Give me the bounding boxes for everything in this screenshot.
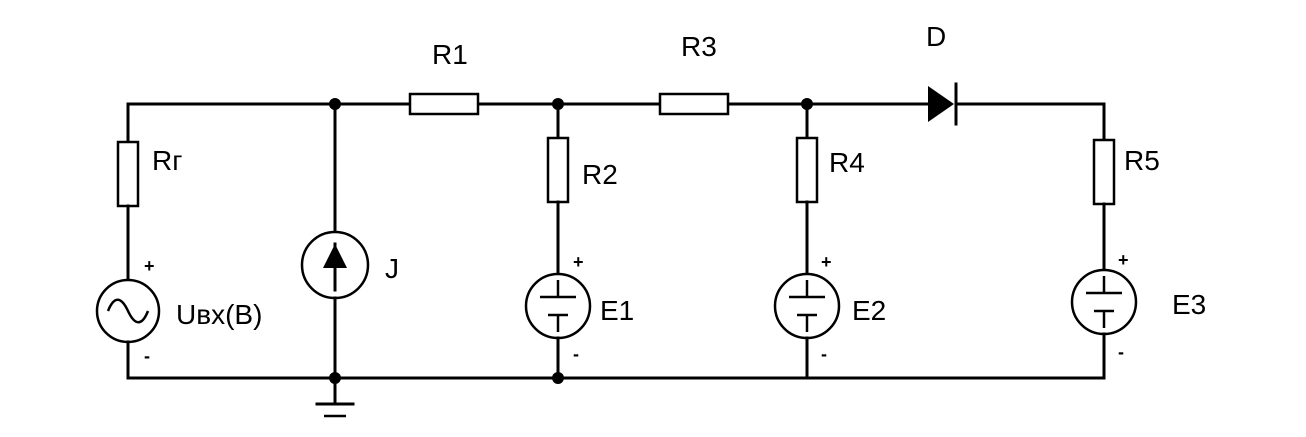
resistor-r1 (408, 92, 480, 116)
resistor-r4 (795, 136, 819, 204)
label-e3: E3 (1172, 289, 1206, 320)
label-r2: R2 (582, 159, 618, 190)
diode-symbol (928, 82, 958, 126)
branch-r5-e3 (1070, 102, 1138, 380)
sine-wave-icon (106, 298, 150, 324)
label-current-source: J (385, 253, 399, 284)
junction-dot (801, 98, 813, 110)
resistor-rg (116, 140, 140, 208)
plus-sign-e2: + (821, 252, 832, 272)
plus-sign-e1: + (573, 252, 584, 272)
ground-icon (315, 376, 355, 418)
minus-sign-e1: - (573, 344, 579, 364)
label-r5: R5 (1124, 145, 1160, 176)
minus-sign-input: - (144, 346, 150, 366)
label-e2: E2 (852, 295, 886, 326)
branch-r2-e1 (524, 102, 592, 380)
minus-sign-e2: - (821, 344, 827, 364)
minus-sign-e3: - (1118, 342, 1124, 362)
label-input-source: Uвх(В) (176, 299, 262, 330)
plus-sign-input: + (144, 256, 155, 276)
branch-current-source (300, 102, 370, 380)
junction-dot (552, 98, 564, 110)
resistor-r2 (546, 136, 570, 204)
junctions (329, 98, 813, 384)
label-r1: R1 (432, 39, 468, 70)
resistor-r5 (1092, 138, 1116, 206)
label-e1: E1 (600, 295, 634, 326)
current-arrow-icon (323, 244, 347, 268)
resistor-r3 (658, 92, 730, 116)
junction-dot (552, 372, 564, 384)
label-rg: Rг (152, 145, 182, 176)
branch-input (95, 102, 161, 380)
branch-r4-e2 (773, 102, 841, 380)
label-r3: R3 (681, 31, 717, 62)
junction-dot (329, 98, 341, 110)
plus-sign-e3: + (1118, 250, 1129, 270)
label-r4: R4 (829, 147, 865, 178)
label-diode: D (926, 21, 946, 52)
